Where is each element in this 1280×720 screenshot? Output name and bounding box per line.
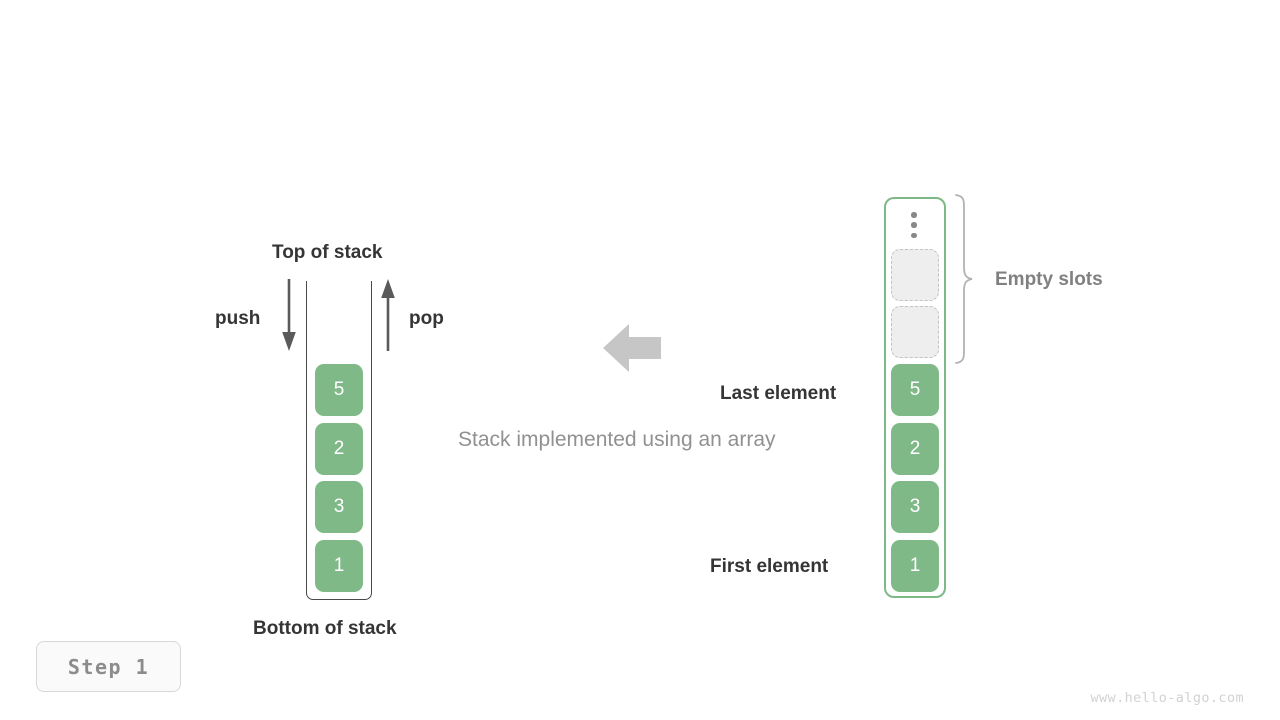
- step-badge: Step 1: [36, 641, 181, 692]
- pop-arrow-icon: [381, 279, 395, 351]
- stack-cell: 5: [315, 364, 363, 416]
- pop-label: pop: [409, 308, 444, 329]
- array-cell-empty: [891, 249, 939, 301]
- stack-cell: 1: [315, 540, 363, 592]
- stack-cell: 2: [315, 423, 363, 475]
- top-of-stack-label: Top of stack: [272, 242, 383, 263]
- array-cell-empty: [891, 306, 939, 358]
- bottom-of-stack-label: Bottom of stack: [253, 618, 397, 639]
- array-cell: 5: [891, 364, 939, 416]
- array-cell: 2: [891, 423, 939, 475]
- last-element-label: Last element: [720, 383, 837, 404]
- array-cell: 1: [891, 540, 939, 592]
- stack-container: [306, 281, 372, 600]
- first-element-label: First element: [710, 556, 829, 577]
- diagram-caption: Stack implemented using an array: [458, 428, 776, 451]
- push-arrow-icon: [282, 279, 296, 351]
- watermark: www.hello-algo.com: [1090, 690, 1244, 706]
- empty-slots-brace: [955, 194, 973, 364]
- step-badge-label: Step 1: [67, 654, 150, 679]
- vertical-ellipsis-icon: [910, 212, 918, 238]
- array-cell: 3: [891, 481, 939, 533]
- empty-slots-label: Empty slots: [995, 269, 1103, 290]
- push-label: push: [215, 308, 261, 329]
- stack-cell: 3: [315, 481, 363, 533]
- left-arrow-icon: [603, 324, 661, 372]
